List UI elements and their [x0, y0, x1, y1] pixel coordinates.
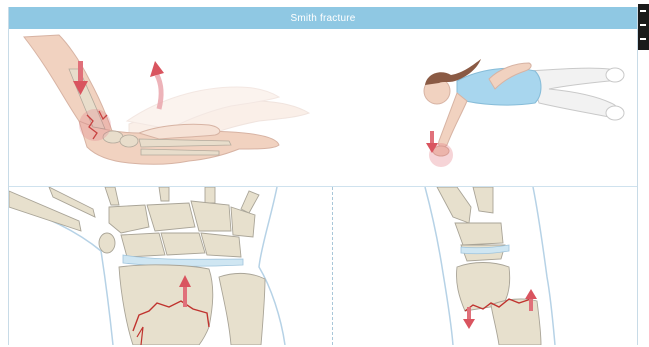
ap-wrist-panel — [9, 187, 332, 345]
lateral-wrist-panel — [333, 187, 637, 345]
fracture-glow — [79, 109, 111, 141]
figure-frame: Smith fracture — [8, 7, 638, 345]
legs-shape — [529, 68, 618, 117]
figure-header: Smith fracture — [9, 7, 637, 29]
hand-mechanism-panel — [9, 29, 339, 186]
ulna-bone — [219, 273, 265, 345]
figure-title: Smith fracture — [290, 13, 355, 24]
carpal-bones — [99, 201, 255, 257]
radius-bone — [119, 265, 213, 345]
radius-shaft-lateral — [491, 299, 541, 345]
wrist-flexion-illustration — [9, 29, 339, 186]
wrist-bones-frontal-illustration — [9, 187, 332, 345]
side-tab[interactable] — [638, 4, 649, 50]
wrist-bones-lateral-illustration — [333, 187, 637, 345]
fall-mechanism-panel — [339, 29, 637, 186]
upward-motion-arrow — [150, 61, 164, 109]
falling-person-illustration — [339, 29, 637, 186]
